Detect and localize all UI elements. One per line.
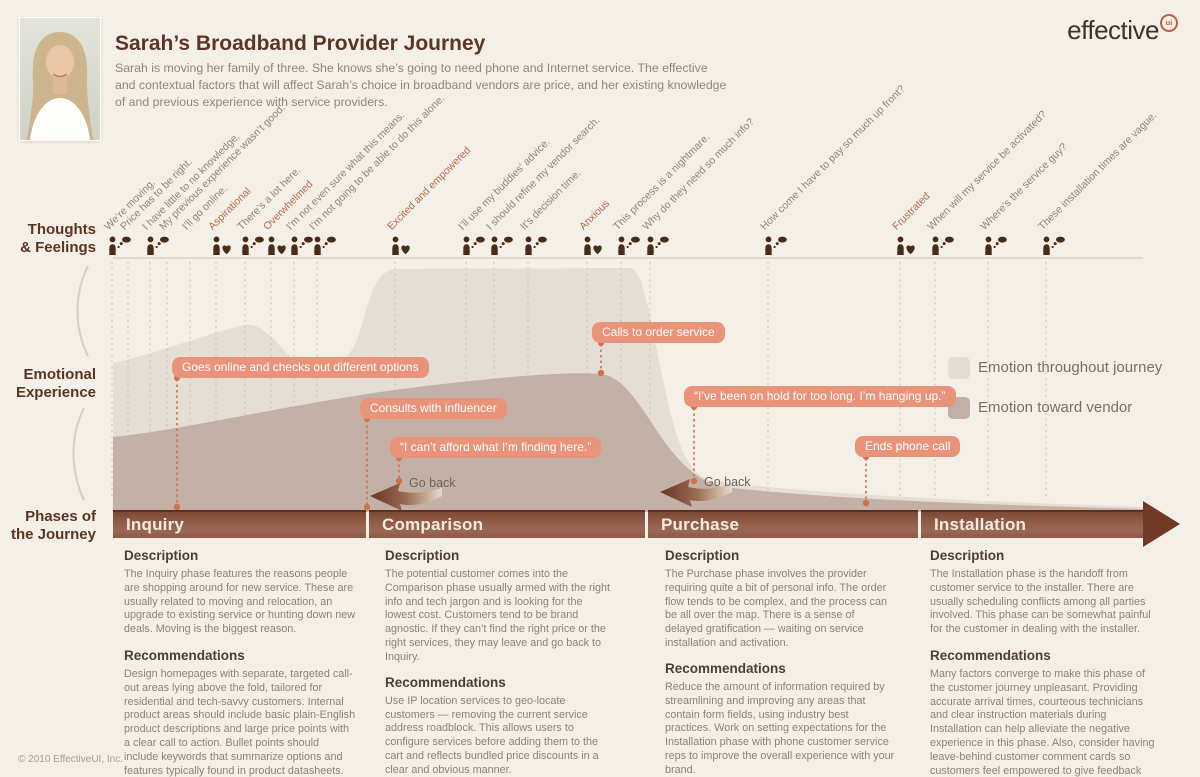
event-callout: Calls to order service: [592, 322, 725, 343]
persona-photo: [20, 18, 100, 140]
emotion-vendor-area: [113, 373, 1143, 512]
recommendations-heading: Recommendations: [385, 674, 506, 690]
person-thought-icon: [241, 236, 265, 255]
phase-segment-installation: Installation: [921, 510, 1143, 538]
person-heart-icon: [391, 236, 415, 255]
recommendations-text: Reduce the amount of information require…: [665, 680, 895, 776]
person-heart-icon: [267, 236, 291, 255]
phase-arrowhead: [1143, 501, 1180, 547]
recommendations-text: Design homepages with separate, targeted…: [124, 668, 356, 777]
copyright: © 2010 EffectiveUI, Inc.: [18, 754, 124, 765]
phase-name: Inquiry: [126, 515, 185, 534]
description-text: The Purchase phase involves the provider…: [665, 568, 888, 650]
description-text: The Inquiry phase features the reasons p…: [124, 568, 356, 636]
recommendations-text: Use IP location services to geo-locate c…: [385, 694, 599, 776]
description-text: The potential customer comes into the Co…: [385, 568, 611, 663]
person-thought-icon: [617, 236, 641, 255]
recommendations-text: Many factors converge to make this phase…: [930, 668, 1155, 777]
phase-segment-purchase: Purchase: [648, 510, 918, 538]
go-back-label: Go back: [704, 475, 751, 489]
person-thought-icon: [290, 236, 314, 255]
person-heart-icon: [212, 236, 236, 255]
page-title: Sarah’s Broadband Provider Journey: [115, 32, 486, 56]
person-thought-icon: [931, 236, 955, 255]
event-callout: “I’ve been on hold for too long. I’m han…: [684, 386, 956, 407]
recommendations-heading: Recommendations: [124, 648, 245, 663]
feeling-label: Frustrated: [890, 190, 933, 233]
person-thought-icon: [313, 236, 337, 255]
phase-segment-comparison: Comparison: [369, 510, 645, 538]
person-heart-icon: [896, 236, 920, 255]
brand-ui-badge: ui: [1160, 14, 1178, 32]
thought-label: These installation times are vague.: [1036, 109, 1160, 233]
description-text: The Installation phase is the handoff fr…: [930, 568, 1151, 636]
event-callout: “I can’t afford what I’m finding here.”: [390, 437, 602, 458]
thought-label: How come I have to pay so much up front?: [758, 82, 908, 233]
emotion-journey-area: [113, 268, 1143, 512]
person-heart-icon: [583, 236, 607, 255]
legend-swatch: [948, 357, 970, 379]
person-thought-icon: [462, 236, 486, 255]
person-thought-icon: [146, 236, 170, 255]
phase-name: Installation: [934, 515, 1027, 534]
phase-name: Purchase: [661, 515, 740, 534]
phase-segment-inquiry: Inquiry: [113, 510, 366, 538]
description-heading: Description: [930, 548, 1005, 563]
description-heading: Description: [665, 548, 740, 563]
person-thought-icon: [646, 236, 670, 255]
event-callout: Ends phone call: [855, 436, 961, 457]
person-thought-icon: [1042, 236, 1066, 255]
brand-name: effective: [1067, 15, 1159, 45]
phase-name: Comparison: [382, 515, 484, 534]
legend-label: Emotion toward vendor: [978, 399, 1133, 416]
row-label: Thoughts& Feelings: [20, 221, 96, 257]
event-callout: Consults with influencer: [360, 398, 507, 419]
person-thought-icon: [108, 236, 132, 255]
feeling-label: Anxious: [577, 197, 613, 233]
go-back-label: Go back: [409, 476, 456, 490]
recommendations-heading: Recommendations: [930, 648, 1051, 663]
recommendations-heading: Recommendations: [665, 660, 786, 676]
person-thought-icon: [984, 236, 1008, 255]
thought-label: Why do they need so much info?: [640, 115, 757, 233]
person-thought-icon: [764, 236, 788, 255]
person-thought-icon: [490, 236, 514, 255]
description-heading: Description: [124, 548, 199, 563]
thought-label: I’m not going to be able to do this alon…: [307, 92, 448, 233]
legend-label: Emotion throughout journey: [978, 359, 1163, 376]
page-subtitle: Sarah is moving her family of three. She…: [115, 61, 727, 110]
description-heading: Description: [385, 548, 460, 563]
thought-label: It’s decision time.: [518, 167, 584, 233]
person-thought-icon: [524, 236, 548, 255]
event-callout: Goes online and checks out different opt…: [172, 357, 429, 378]
